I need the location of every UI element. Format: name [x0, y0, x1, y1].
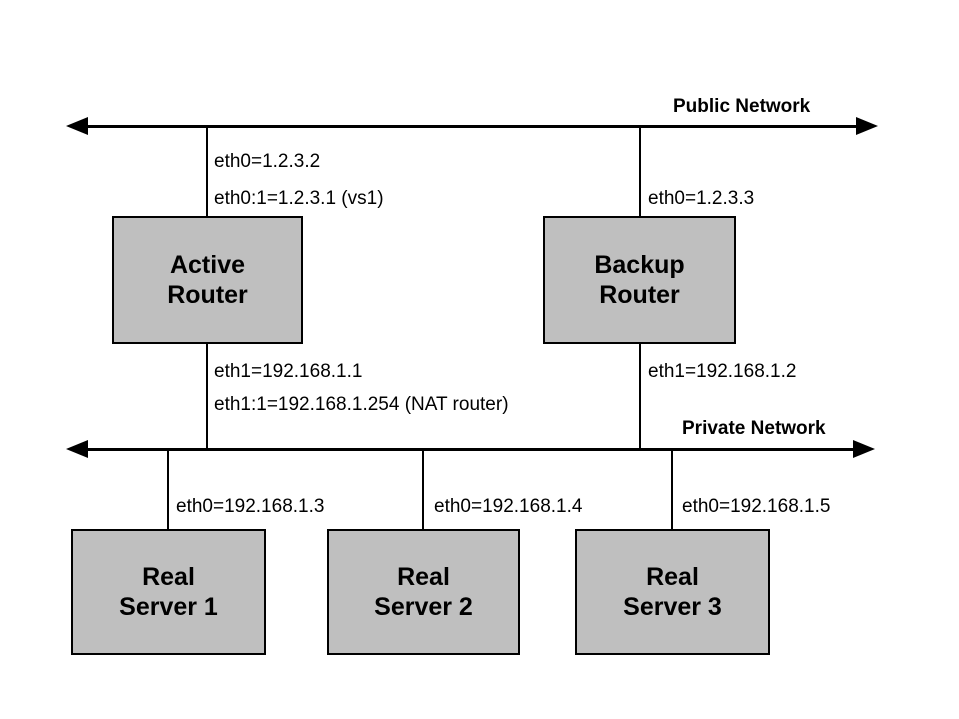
backup-router-private-link: [639, 344, 641, 449]
backup-router-node[interactable]: Backup Router: [543, 216, 736, 344]
active-router-public-link: [206, 125, 208, 216]
backup-router-public-link: [639, 125, 641, 216]
active-router-label-line2: Router: [167, 281, 248, 309]
real-server-2-node[interactable]: Real Server 2: [327, 529, 520, 655]
real-server-3-node[interactable]: Real Server 3: [575, 529, 770, 655]
real-server-1-ip: eth0=192.168.1.3: [176, 496, 325, 517]
real-server-2-label-line1: Real: [397, 562, 450, 591]
private-network-label: Private Network: [682, 418, 826, 439]
real-server-2-link: [422, 448, 424, 529]
real-server-3-label-line1: Real: [646, 562, 699, 591]
real-server-1-link: [167, 448, 169, 529]
active-router-public-ip-primary: eth0=1.2.3.2: [214, 151, 321, 172]
public-network-label: Public Network: [673, 96, 811, 117]
active-router-private-ip-virtual: eth1:1=192.168.1.254 (NAT router): [214, 394, 509, 415]
active-router-private-link: [206, 344, 208, 449]
real-server-3-link: [671, 448, 673, 529]
backup-router-label-line1: Backup: [594, 250, 685, 279]
real-server-1-label-line1: Real: [142, 562, 195, 591]
active-router-node[interactable]: Active Router: [112, 216, 303, 344]
real-server-2-ip: eth0=192.168.1.4: [434, 496, 583, 517]
real-server-3-label-line2: Server 3: [623, 593, 722, 621]
active-router-public-ip-virtual: eth0:1=1.2.3.1 (vs1): [214, 188, 384, 209]
backup-router-private-ip-primary: eth1=192.168.1.2: [648, 361, 797, 382]
public-network-left-arrow-icon: [66, 117, 88, 135]
private-network-left-arrow-icon: [66, 440, 88, 458]
real-server-1-node[interactable]: Real Server 1: [71, 529, 266, 655]
private-network-bus: [84, 448, 859, 451]
real-server-1-label-line2: Server 1: [119, 593, 218, 621]
backup-router-public-ip-primary: eth0=1.2.3.3: [648, 188, 755, 209]
private-network-right-arrow-icon: [853, 440, 875, 458]
public-network-bus: [84, 125, 862, 128]
active-router-label-line1: Active: [169, 250, 246, 279]
real-server-3-ip: eth0=192.168.1.5: [682, 496, 831, 517]
real-server-2-label-line2: Server 2: [374, 593, 473, 621]
public-network-right-arrow-icon: [856, 117, 878, 135]
backup-router-label-line2: Router: [599, 281, 680, 309]
active-router-private-ip-primary: eth1=192.168.1.1: [214, 361, 363, 382]
